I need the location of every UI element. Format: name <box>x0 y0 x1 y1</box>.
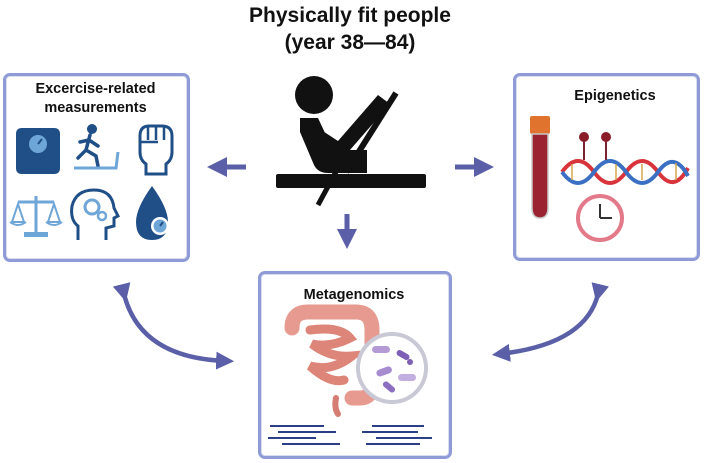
treadmill-runner-icon <box>74 124 120 170</box>
blood-tube-icon <box>530 116 550 219</box>
curved-arrow-left <box>112 282 235 370</box>
exercise-label-line-2: measurements <box>44 100 147 116</box>
fist-icon <box>138 124 174 176</box>
exercise-label-line-1: Excercise-related <box>35 81 156 97</box>
sequence-reads-icon <box>268 425 432 445</box>
bacteria-magnifier-icon <box>356 332 428 404</box>
blood-pressure-drop-icon <box>136 186 169 240</box>
curved-arrow-right <box>491 282 610 362</box>
epigenetics-label: Epigenetics <box>574 88 656 104</box>
title-line-2: (year 38—84) <box>284 31 416 54</box>
exercise-measurements-label: Excercise-related measurements <box>5 80 186 118</box>
intestine-icon <box>284 304 380 417</box>
weight-scale-icon <box>16 128 60 174</box>
title-line-1: Physically fit people <box>249 4 451 27</box>
dna-helix-icon <box>560 132 690 185</box>
metagenomics-label: Metagenomics <box>303 287 405 303</box>
head-gears-icon <box>70 188 121 240</box>
clock-icon <box>576 194 624 242</box>
balance-scale-icon <box>9 196 63 237</box>
page-title: Physically fit people (year 38—84) <box>190 2 510 56</box>
rowing-person-icon <box>276 76 426 207</box>
